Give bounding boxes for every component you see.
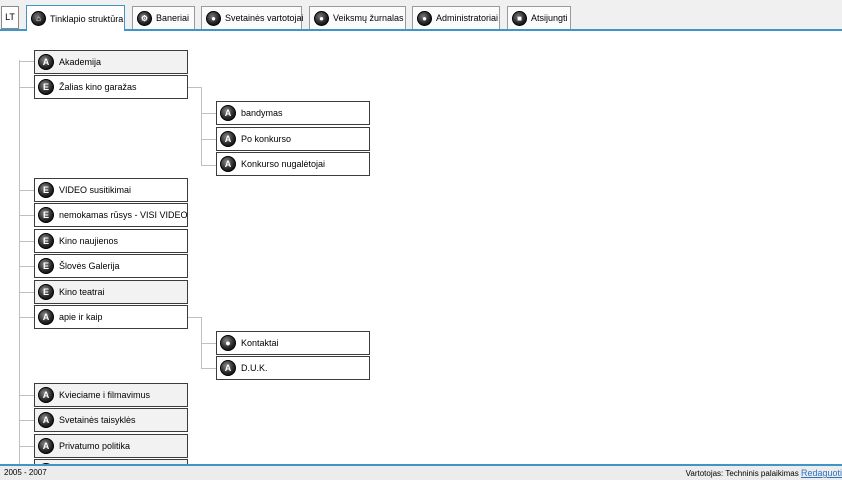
gear-icon: ⚙ <box>137 10 152 26</box>
tree-branch-line <box>201 343 216 344</box>
article-icon: A <box>38 54 54 70</box>
external-icon: E <box>38 182 54 198</box>
tree-node-label: Kontaktai <box>241 338 279 348</box>
lock-icon: ■ <box>512 10 527 26</box>
tree-node-akademija[interactable]: A Akademija <box>34 50 188 74</box>
tree-branch-line <box>19 446 34 447</box>
tree-node-label: Šlovės Galerija <box>59 261 120 271</box>
tree-branch-line <box>19 215 34 216</box>
tree-branch-line <box>19 292 34 293</box>
tree-node-partial[interactable]: A <box>34 459 188 464</box>
tree-node-label: Žalias kino garažas <box>59 82 137 92</box>
tree-node-kino-naujienos[interactable]: E Kino naujienos <box>34 229 188 253</box>
tree-node-duk[interactable]: A D.U.K. <box>216 356 370 380</box>
tree-node-kvieciame[interactable]: A Kvieciame i filmavimus <box>34 383 188 407</box>
tab-logout[interactable]: ■ Atsijungti <box>507 6 571 29</box>
tree-node-label: Svetainės taisyklės <box>59 415 136 425</box>
journal-icon: ● <box>314 10 329 26</box>
top-tab-bar: LT ⌂ Tinklapio struktūra ⚙ Baneriai ● Sv… <box>0 0 842 31</box>
tree-node-label: D.U.K. <box>241 363 268 373</box>
tree-node-label: Po konkurso <box>241 134 292 144</box>
tree-node-kino-teatrai[interactable]: E Kino teatrai <box>34 280 188 304</box>
tree-branch-line <box>19 87 34 88</box>
tree-node-nemokamas-rusys[interactable]: E nemokamas rūsys - VISI VIDEO <box>34 203 188 227</box>
tree-node-konkurso-nugaletojai[interactable]: A Konkurso nugalėtojai <box>216 152 370 176</box>
tree-node-po-konkurso[interactable]: A Po konkurso <box>216 127 370 151</box>
tree-branch-line <box>19 420 34 421</box>
tree-branch-line <box>201 165 216 166</box>
article-icon: A <box>220 131 236 147</box>
tree-branch-line <box>19 190 34 191</box>
tree-branch-line <box>19 317 34 318</box>
article-icon: A <box>220 156 236 172</box>
home-icon: ⌂ <box>31 11 46 26</box>
tree-branch-line <box>188 317 201 318</box>
user-icon: ● <box>206 10 221 26</box>
external-icon: E <box>38 207 54 223</box>
tree-node-svetaines-taisykles[interactable]: A Svetainės taisyklės <box>34 408 188 432</box>
admin-icon: ● <box>417 10 432 26</box>
tree-node-apie-ir-kaip[interactable]: A apie ir kaip <box>34 305 188 329</box>
edit-profile-link[interactable]: Redaguoti <box>800 468 842 478</box>
article-icon: A <box>38 309 54 325</box>
tree-branch-line <box>19 395 34 396</box>
language-switch[interactable]: LT <box>1 6 19 29</box>
article-icon: A <box>220 105 236 121</box>
contact-icon: ● <box>220 335 236 351</box>
status-bar: 2005 - 2007 Vartotojas: Techninis palaik… <box>0 464 842 480</box>
tab-label: Veiksmų žurnalas <box>333 13 404 23</box>
article-icon: A <box>220 360 236 376</box>
external-icon: E <box>38 284 54 300</box>
tree-node-label: Kino teatrai <box>59 287 105 297</box>
tab-label: Atsijungti <box>531 13 568 23</box>
external-icon: E <box>38 258 54 274</box>
tree-node-zalias-kino-garazas[interactable]: E Žalias kino garažas <box>34 75 188 99</box>
copyright-text: 2005 - 2007 <box>4 468 47 477</box>
tab-label: Tinklapio struktūra <box>50 13 124 24</box>
tree-branch-line <box>201 139 216 140</box>
article-icon: A <box>38 412 54 428</box>
tree-branch-line <box>201 368 216 369</box>
tree-branch-line <box>19 241 34 242</box>
tree-branch-line <box>19 61 34 62</box>
tab-site-structure[interactable]: ⌂ Tinklapio struktūra <box>26 5 125 31</box>
tree-node-sloves-galerija[interactable]: E Šlovės Galerija <box>34 254 188 278</box>
tab-label: Baneriai <box>156 13 190 23</box>
tree-node-label: Privatumo politika <box>59 441 131 451</box>
tab-label: Svetainės vartotojai <box>225 13 304 23</box>
tree-node-label: Akademija <box>59 57 102 67</box>
article-icon: A <box>38 387 54 403</box>
external-icon: E <box>38 79 54 95</box>
tree-node-label: Kino naujienos <box>59 236 119 246</box>
tree-subtrunk-line <box>201 87 202 166</box>
tree-node-label: Konkurso nugalėtojai <box>241 159 326 169</box>
tab-administrators[interactable]: ● Administratoriai <box>412 6 500 29</box>
tree-node-privatumo-politika[interactable]: A Privatumo politika <box>34 434 188 458</box>
tree-node-label: apie ir kaip <box>59 312 103 322</box>
tree-node-bandymas[interactable]: A bandymas <box>216 101 370 125</box>
tree-trunk-line <box>19 60 20 464</box>
tree-node-label: nemokamas rūsys - VISI VIDEO <box>59 210 188 220</box>
site-structure-tree: A Akademija E Žalias kino garažas A band… <box>0 33 842 464</box>
tree-node-label: bandymas <box>241 108 283 118</box>
tab-label: Administratoriai <box>436 13 499 23</box>
tree-node-label: Kvieciame i filmavimus <box>59 390 151 400</box>
article-icon: A <box>38 438 54 454</box>
tree-node-label: VIDEO susitikimai <box>59 185 132 195</box>
tree-branch-line <box>201 113 216 114</box>
tree-node-video-susitikimai[interactable]: E VIDEO susitikimai <box>34 178 188 202</box>
external-icon: E <box>38 233 54 249</box>
user-info: Vartotojas: Techninis palaikimas Redaguo… <box>686 468 842 478</box>
tab-banners[interactable]: ⚙ Baneriai <box>132 6 195 29</box>
tree-node-kontaktai[interactable]: ● Kontaktai <box>216 331 370 355</box>
current-user-label: Vartotojas: Techninis palaikimas <box>685 469 799 478</box>
tab-site-users[interactable]: ● Svetainės vartotojai <box>201 6 304 29</box>
tab-action-log[interactable]: ● Veiksmų žurnalas <box>309 6 406 29</box>
tree-branch-line <box>188 87 201 88</box>
tree-branch-line <box>19 266 34 267</box>
